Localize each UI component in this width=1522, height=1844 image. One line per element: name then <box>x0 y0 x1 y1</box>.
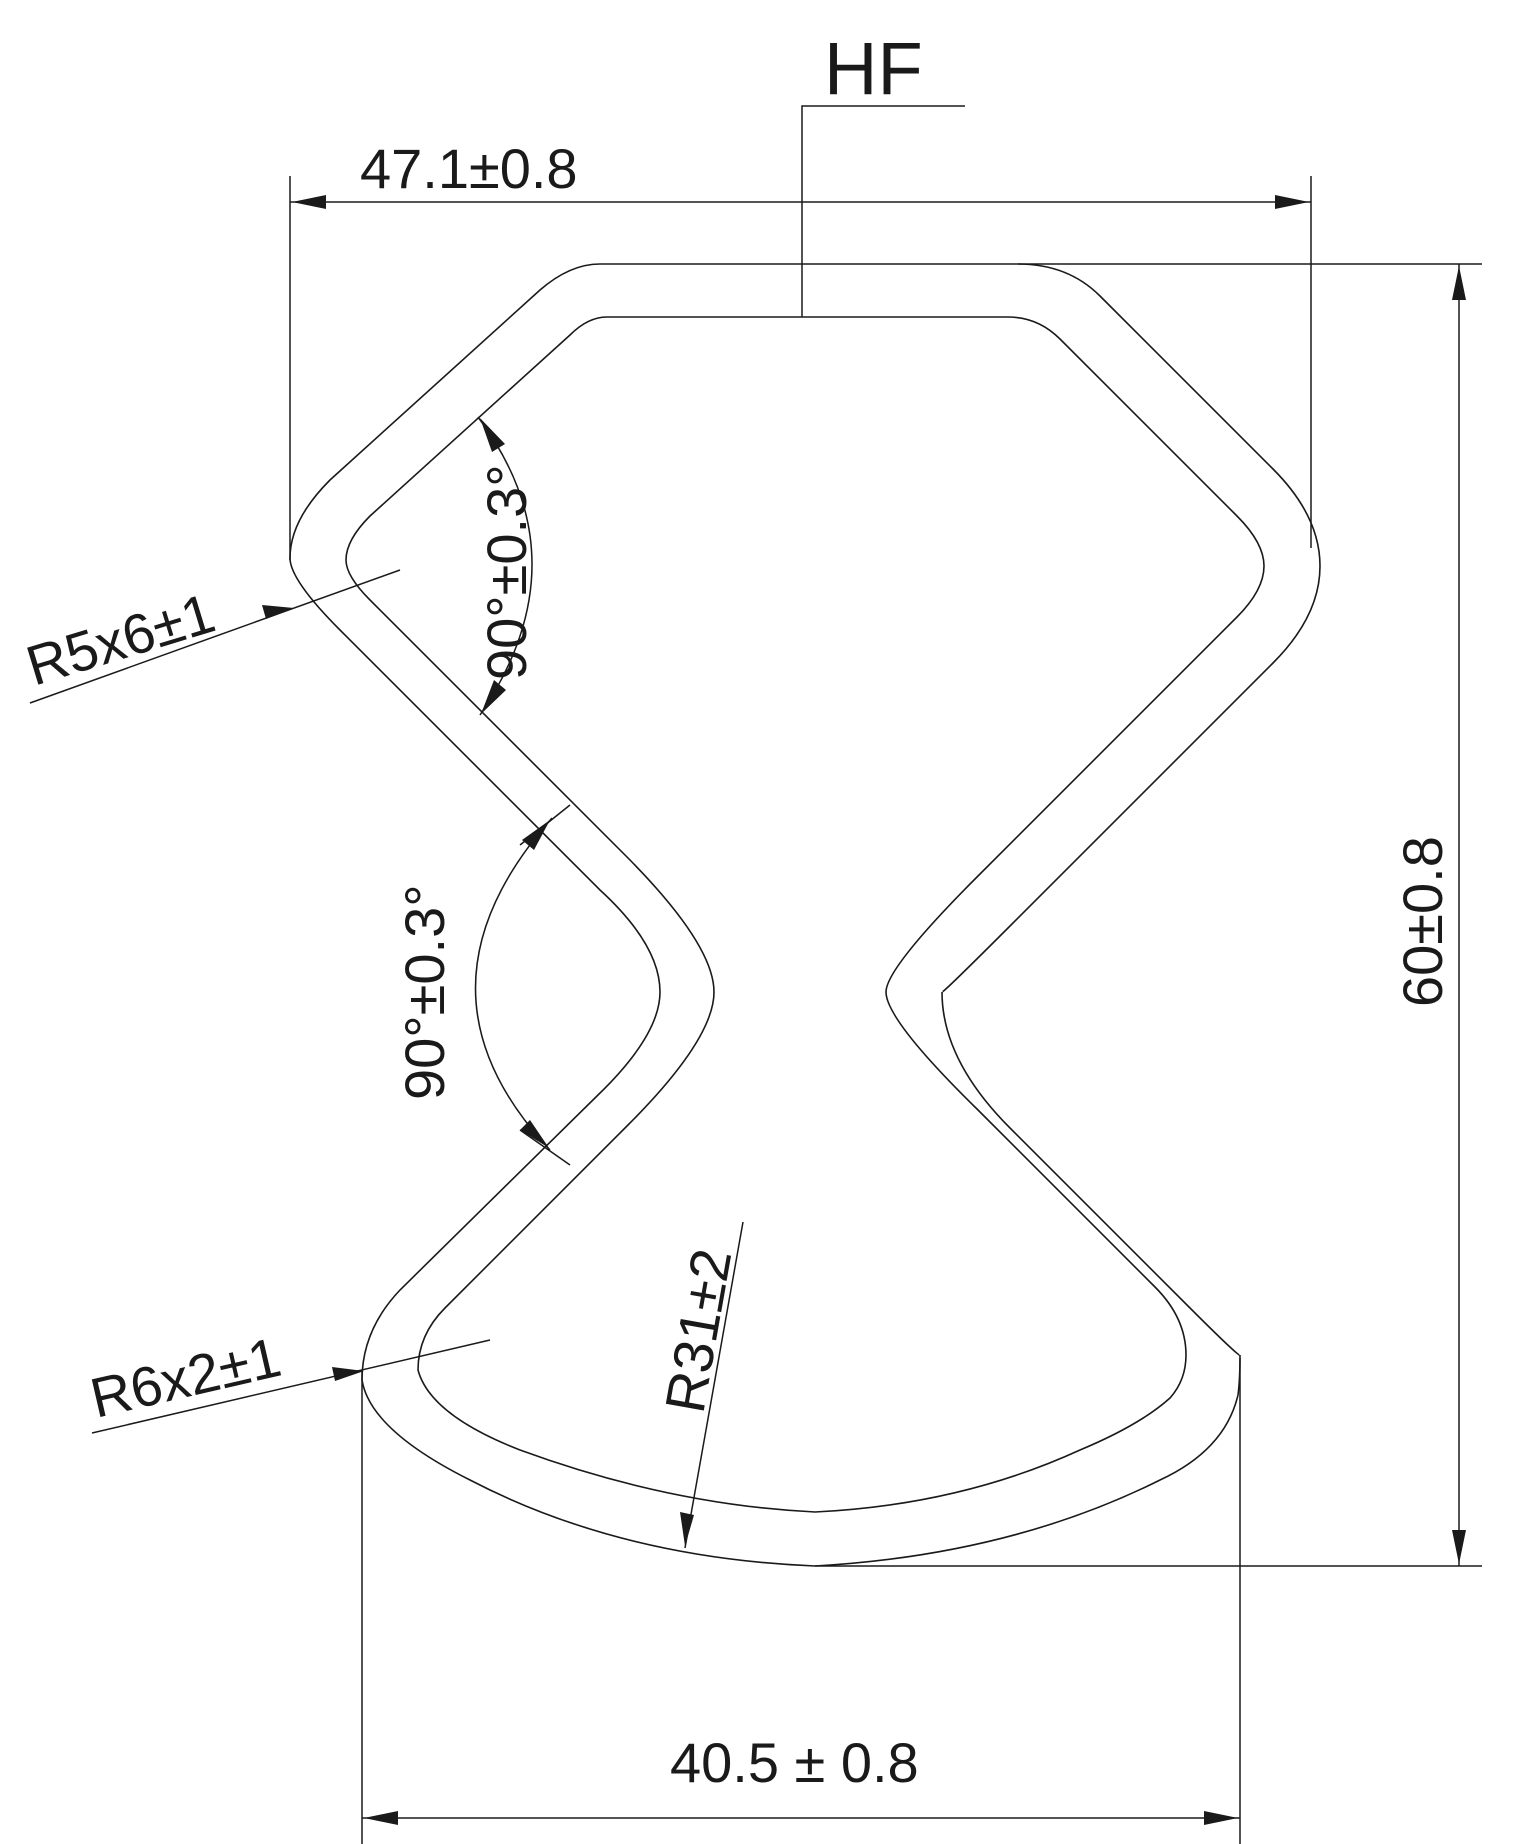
hf-leader-line <box>801 105 965 317</box>
bottom-radius-leader <box>684 1221 744 1549</box>
top-width-arrow-right <box>1275 195 1309 209</box>
height-arrow-top <box>1452 266 1466 300</box>
upper-angle-arrow-top <box>480 418 505 452</box>
upper-angle-arc <box>477 416 533 716</box>
height-arrow-bottom <box>1452 1530 1466 1564</box>
upper-angle-arrow-bottom <box>481 680 506 714</box>
side-angle-arrow-bottom <box>520 1120 549 1148</box>
top-width-arrow-left <box>292 195 326 209</box>
upper-radius-leader <box>29 569 401 704</box>
side-angle-arc <box>474 817 553 1151</box>
lower-radius-label: R6x2±1 <box>85 1325 287 1430</box>
bottom-width-label: 40.5 ± 0.8 <box>670 1731 919 1794</box>
lower-radius-leader <box>91 1339 491 1434</box>
height-label: 60±0.8 <box>1391 836 1454 1007</box>
bottom-width-arrow-left <box>364 1811 398 1825</box>
upper-radius-arrow <box>262 605 294 619</box>
side-angle-arrow-top <box>522 820 550 850</box>
upper-angle-label: 90°±0.3° <box>475 464 538 680</box>
hf-label: HF <box>824 27 923 110</box>
upper-radius-label: R5x6±1 <box>19 581 222 698</box>
bottom-radius-arrow <box>680 1512 694 1546</box>
top-width-label: 47.1±0.8 <box>360 137 578 200</box>
outer-profile <box>289 263 1321 1567</box>
bottom-width-arrow-right <box>1204 1811 1238 1825</box>
lower-radius-arrow <box>332 1367 364 1381</box>
bottom-radius-label: R31±2 <box>653 1244 744 1417</box>
side-angle-label: 90°±0.3° <box>393 884 456 1100</box>
inner-profile <box>345 316 1265 1513</box>
side-angle-ext-bottom <box>519 1129 571 1166</box>
